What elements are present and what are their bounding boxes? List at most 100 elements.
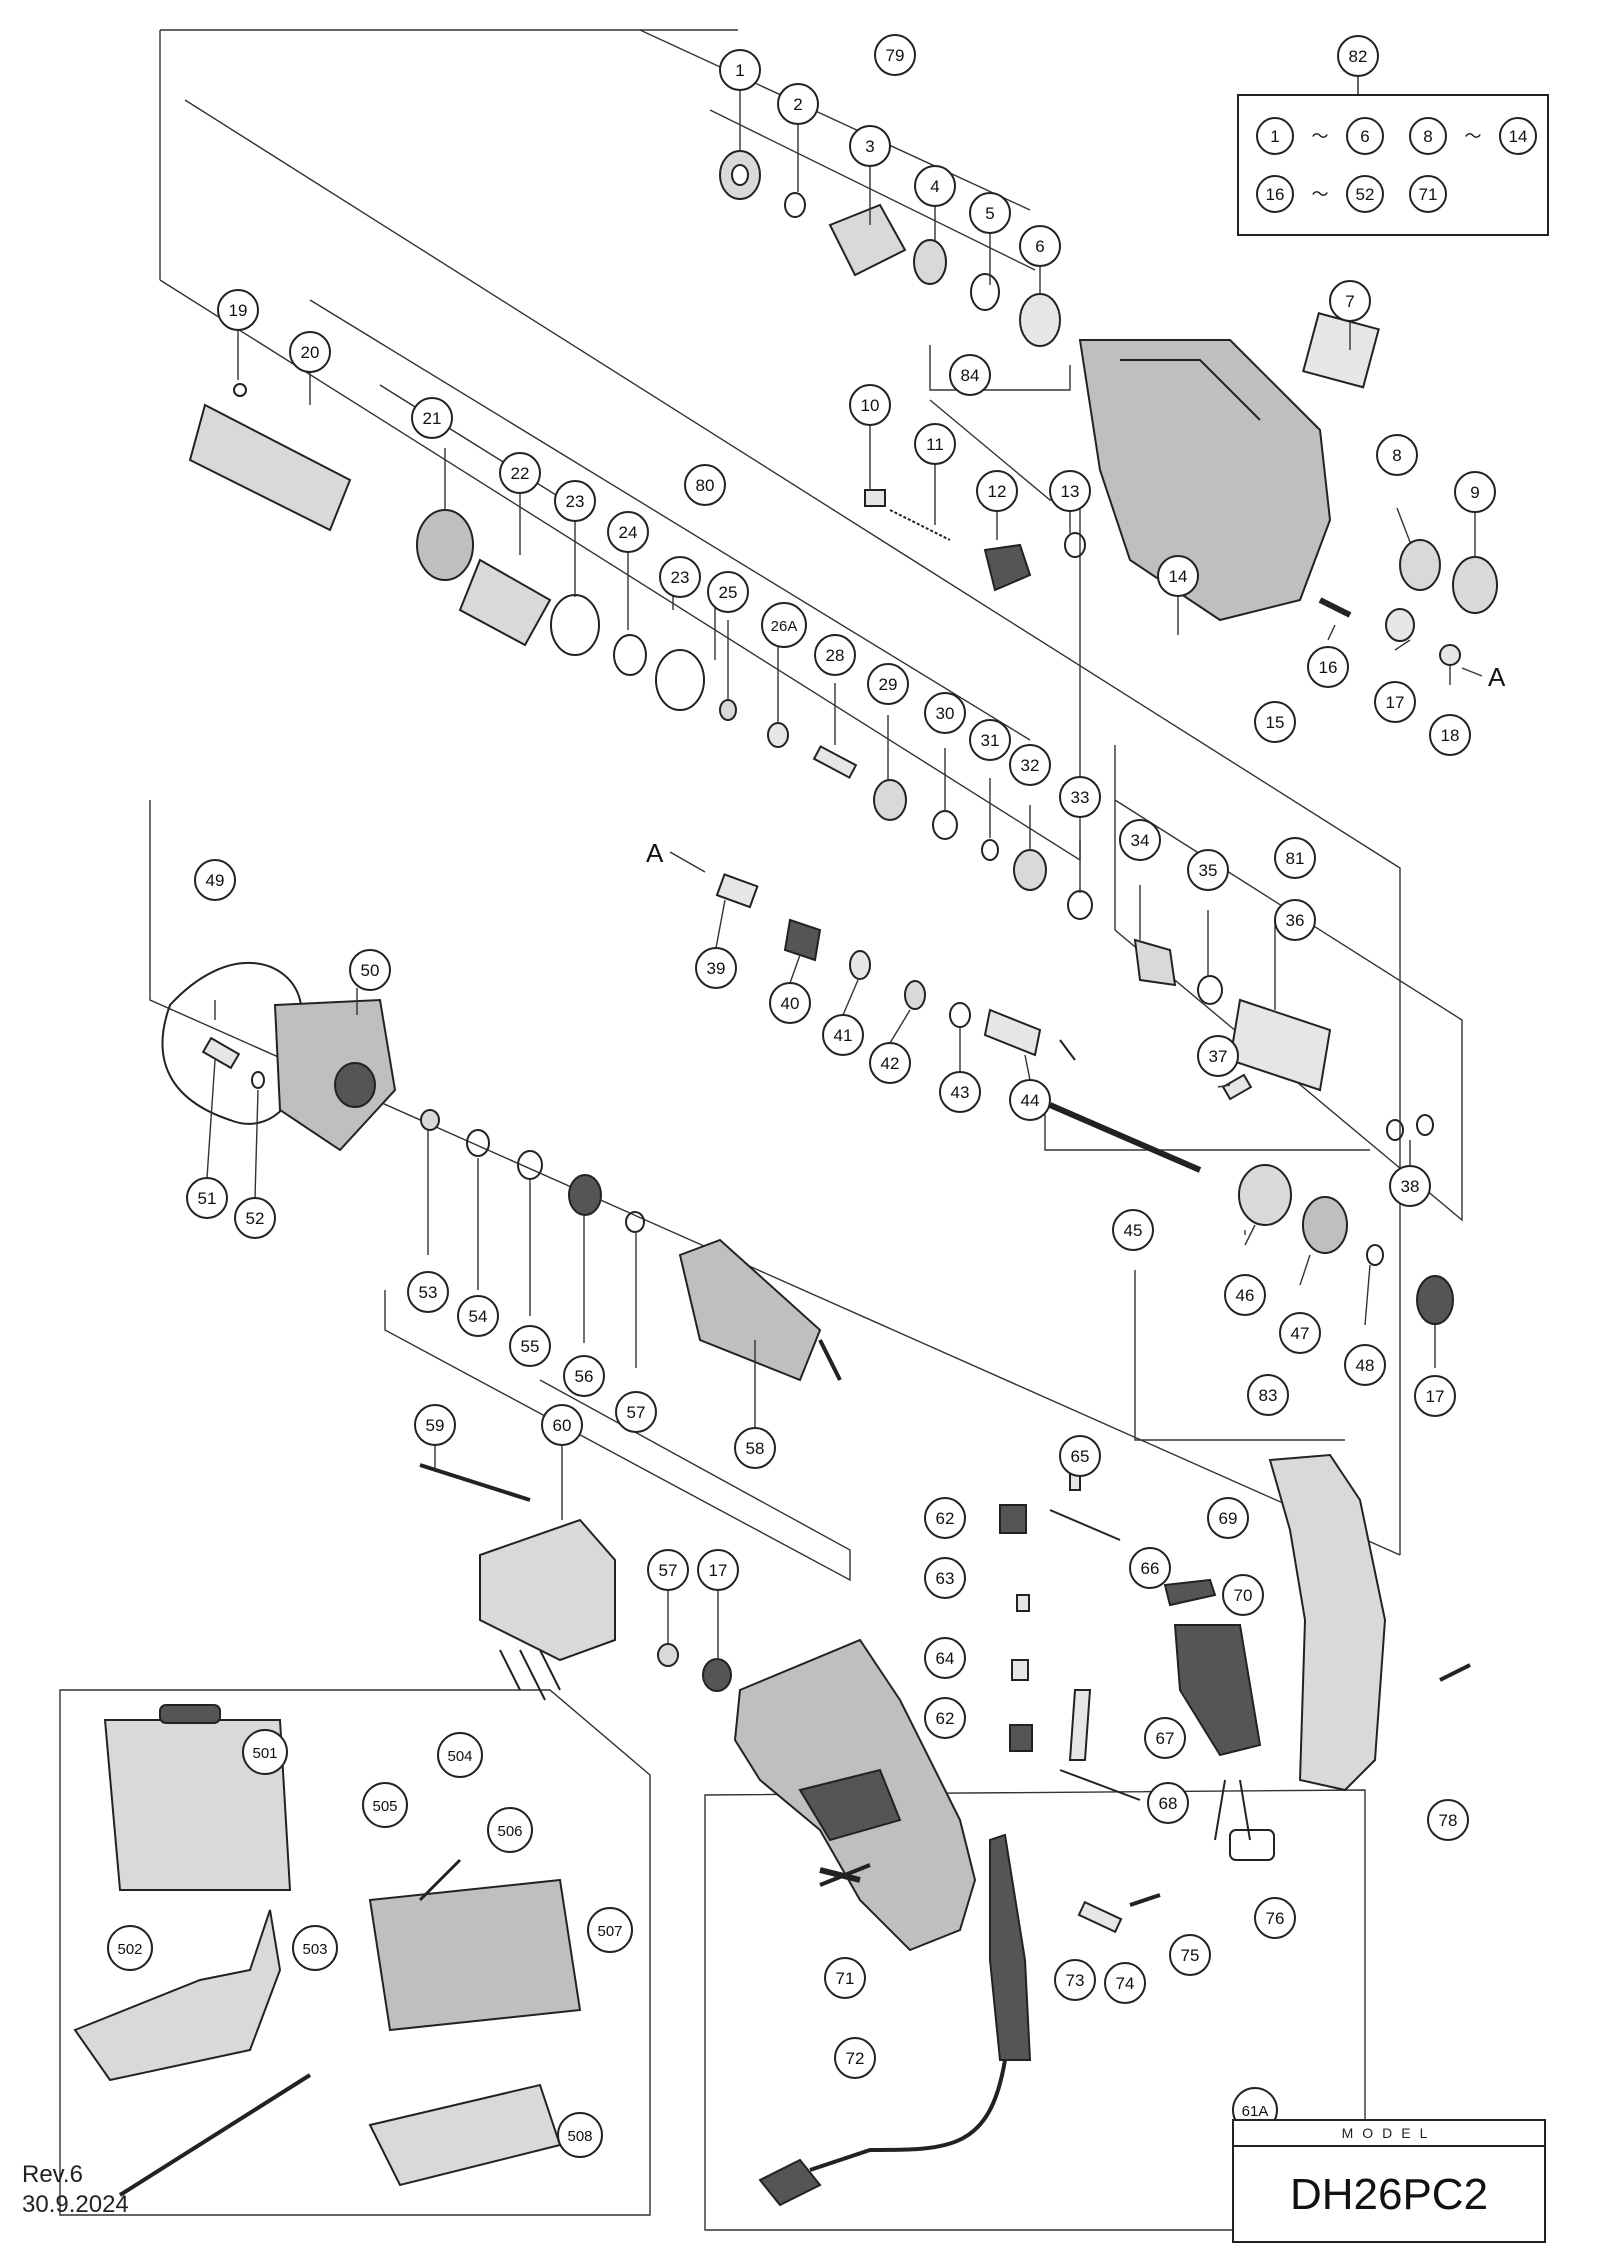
part-callout-circle xyxy=(924,1637,966,1679)
part-number-label: 28 xyxy=(826,646,845,665)
part-callout-47: 47 xyxy=(1279,1312,1321,1354)
part-callout-20: 20 xyxy=(289,331,331,373)
part-callout-49: 49 xyxy=(194,859,236,901)
part-number-label: 59 xyxy=(426,1416,445,1435)
part-number-label: 1 xyxy=(735,61,744,80)
part-callout-22: 22 xyxy=(499,452,541,494)
part-callout-circle xyxy=(1019,225,1061,267)
part-callout-circle xyxy=(1207,1497,1249,1539)
part-number-label: 3 xyxy=(865,137,874,156)
part-callout-circle xyxy=(734,1427,776,1469)
part-number-label: 53 xyxy=(419,1283,438,1302)
model-caption: MODEL xyxy=(1234,2121,1544,2147)
part-number-label: 508 xyxy=(567,2128,592,2145)
part-callout-circle xyxy=(1049,470,1091,512)
part-number-label: 68 xyxy=(1159,1794,1178,1813)
part-number-label: 14 xyxy=(1169,567,1188,586)
part-callout-circle xyxy=(1104,1962,1146,2004)
part-callout-63: 63 xyxy=(924,1557,966,1599)
part-number-label: 7 xyxy=(1345,292,1354,311)
kit-note-range-3: 〜 xyxy=(1312,185,1329,204)
part-callout-59: 59 xyxy=(414,1404,456,1446)
part-number-label: 5 xyxy=(985,204,994,223)
part-callout-circle xyxy=(554,480,596,522)
part-number-label: 75 xyxy=(1181,1946,1200,1965)
part-number-label: 18 xyxy=(1441,726,1460,745)
part-callout-circle xyxy=(814,634,856,676)
part-number-label: 36 xyxy=(1286,911,1305,930)
part-callout-circle xyxy=(1337,35,1379,77)
part-number-label: 61A xyxy=(1242,2103,1269,2120)
part-callout-57-1: 57 xyxy=(615,1391,657,1433)
part-callout-circle xyxy=(217,289,259,331)
part-callout-circle xyxy=(1376,434,1418,476)
part-callout-circle xyxy=(289,331,331,373)
part-number-label: 54 xyxy=(469,1307,488,1326)
part-callout-circle xyxy=(1224,1274,1266,1316)
part-callout-15: 15 xyxy=(1254,701,1296,743)
kit-note-r1b: 6 xyxy=(1360,127,1369,146)
part-callout-69: 69 xyxy=(1207,1497,1249,1539)
model-name: DH26PC2 xyxy=(1289,2170,1489,2219)
part-callout-circle xyxy=(824,1957,866,1999)
part-number-label: 23 xyxy=(566,492,585,511)
part-callout-12: 12 xyxy=(976,470,1018,512)
part-number-label: 81 xyxy=(1286,849,1305,868)
part-callout-circle xyxy=(1414,1375,1456,1417)
part-number-label: 56 xyxy=(575,1367,594,1386)
part-number-label: 2 xyxy=(793,95,802,114)
part-number-label: 66 xyxy=(1141,1559,1160,1578)
part-callout-circle xyxy=(362,1782,408,1828)
part-callout-6: 6 xyxy=(1019,225,1061,267)
part-callout-19: 19 xyxy=(217,289,259,331)
part-callout-circle xyxy=(1374,681,1416,723)
part-number-label: 19 xyxy=(229,301,248,320)
part-callout-51: 51 xyxy=(186,1177,228,1219)
part-number-label: 32 xyxy=(1021,756,1040,775)
part-callout-508: 508 xyxy=(557,2112,603,2158)
part-callout-62-1: 62 xyxy=(924,1497,966,1539)
part-number-label: 71 xyxy=(836,1969,855,1988)
part-callout-35: 35 xyxy=(1187,849,1229,891)
part-callout-circle xyxy=(1147,1782,1189,1824)
part-callout-circle xyxy=(615,1391,657,1433)
part-number-label: 35 xyxy=(1199,861,1218,880)
marker-a-upper: A xyxy=(1488,662,1506,692)
part-number-label: 39 xyxy=(707,959,726,978)
part-callout-circle xyxy=(1169,1934,1211,1976)
part-number-label: 15 xyxy=(1266,713,1285,732)
part-callout-71-2: 71 xyxy=(824,1957,866,1999)
part-callout-circle xyxy=(1279,1312,1321,1354)
part-callout-23-2: 23 xyxy=(659,556,701,598)
part-callout-72: 72 xyxy=(834,2037,876,2079)
part-number-label: 26A xyxy=(771,618,798,635)
part-callout-circle xyxy=(411,397,453,439)
part-callout-37: 37 xyxy=(1197,1035,1239,1077)
part-callout-73: 73 xyxy=(1054,1959,1096,2001)
part-number-label: 48 xyxy=(1356,1356,1375,1375)
part-callout-circle xyxy=(242,1729,288,1775)
part-callout-circle xyxy=(949,354,991,396)
revision-date: 30.9.2024 xyxy=(22,2191,129,2218)
part-callout-circle xyxy=(437,1732,483,1778)
part-callout-circle xyxy=(969,192,1011,234)
part-callout-circle xyxy=(1009,744,1051,786)
part-callout-circle xyxy=(234,1197,276,1239)
part-callout-circle xyxy=(1059,1435,1101,1477)
part-callout-60: 60 xyxy=(541,1404,583,1446)
part-callout-65: 65 xyxy=(1059,1435,1101,1477)
part-callout-circle xyxy=(939,1071,981,1113)
part-callout-circle xyxy=(914,165,956,207)
part-number-label: 25 xyxy=(719,583,738,602)
part-callout-70: 70 xyxy=(1222,1574,1264,1616)
part-callout-circle xyxy=(1454,471,1496,513)
part-callout-circle xyxy=(1389,1165,1431,1207)
part-number-label: 30 xyxy=(936,704,955,723)
part-callout-circle xyxy=(697,1549,739,1591)
part-callout-83: 83 xyxy=(1247,1374,1289,1416)
part-callout-504: 504 xyxy=(437,1732,483,1778)
part-number-label: 31 xyxy=(981,731,1000,750)
part-callout-circle xyxy=(1307,646,1349,688)
